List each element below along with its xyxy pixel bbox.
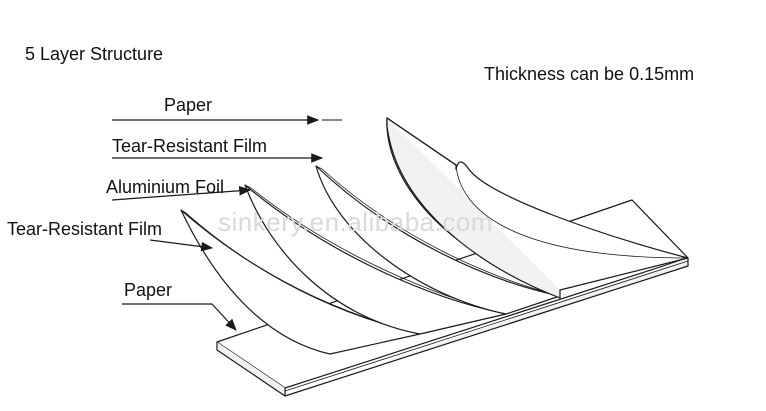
- arrow-tear-resistant-film-bottom: [149, 239, 214, 252]
- arrow-paper-bottom: [122, 303, 237, 331]
- curl-layer-top-paper: [386, 117, 689, 299]
- thickness-note: Thickness can be 0.15mm: [484, 64, 695, 84]
- label-paper-top: Paper: [164, 95, 213, 115]
- label-tear-resistant-film-bottom: Tear-Resistant Film: [7, 219, 163, 239]
- watermark-text: sinkery.en.alibaba.com: [218, 207, 493, 237]
- arrow-aluminium-foil: [111, 185, 252, 201]
- label-tear-resistant-film-top: Tear-Resistant Film: [112, 136, 268, 156]
- label-aluminium-foil: Aluminium Foil: [106, 177, 225, 197]
- label-paper-bottom: Paper: [124, 280, 173, 300]
- curl-layer-tear-resistant-film-top: [315, 165, 561, 315]
- leader-arrows: [111, 115, 324, 331]
- diagram-title: 5 Layer Structure: [25, 44, 164, 64]
